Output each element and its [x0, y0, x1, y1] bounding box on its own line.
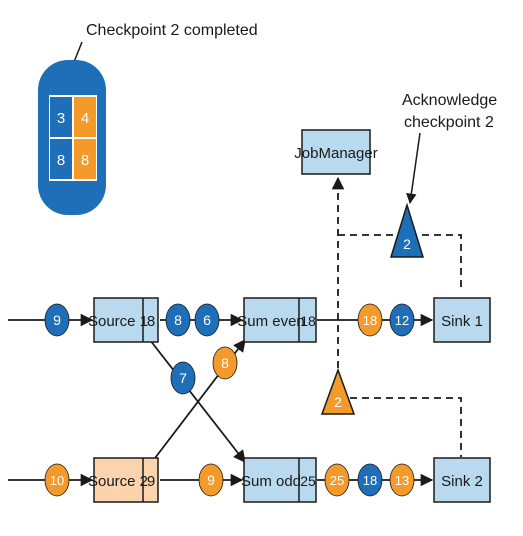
acknowledge-label-line1: Acknowledge	[402, 92, 497, 109]
sum-odd-box	[243, 457, 317, 503]
job-manager-label: JobManager	[294, 145, 377, 162]
job-manager-node: JobManager	[294, 129, 378, 175]
sum-even-node: Sum even 18	[237, 297, 317, 343]
sum-even-state: 18	[300, 313, 316, 329]
record-value: 8	[174, 312, 182, 328]
record-sink1-in-2: 12	[389, 303, 415, 337]
state-cell-value: 3	[57, 110, 65, 127]
barrier-value: 2	[334, 394, 342, 410]
sum-odd-node: Sum odd 25	[241, 457, 317, 503]
record-sink1-in-1: 18	[357, 303, 383, 337]
record-value: 13	[395, 473, 409, 488]
record-sink2-in-2: 18	[357, 463, 383, 497]
sum-even-label: Sum even	[237, 313, 305, 330]
state-cell	[50, 139, 72, 179]
record-sink2-in-1: 25	[324, 463, 350, 497]
record-circle	[44, 303, 70, 337]
record-source1-in: 9	[44, 303, 70, 337]
record-circle	[194, 303, 220, 337]
record-circle	[324, 463, 350, 497]
record-value: 8	[221, 355, 229, 371]
state-cell	[74, 97, 96, 137]
record-circle	[198, 463, 224, 497]
sum-even-box	[243, 297, 317, 343]
record-value: 10	[50, 473, 64, 488]
record-value: 6	[203, 312, 211, 328]
record-to-sum-even-1: 8	[165, 303, 191, 337]
barrier-triangle	[389, 202, 425, 258]
barrier-triangle	[320, 367, 356, 415]
sink1-label: Sink 1	[441, 313, 483, 330]
record-value: 25	[330, 473, 344, 488]
data-flow	[8, 313, 434, 487]
record-circle	[357, 303, 383, 337]
record-value: 9	[207, 472, 215, 488]
ack-path-sink2	[350, 397, 462, 457]
state-cell-value: 8	[57, 152, 65, 169]
record-circle	[44, 463, 70, 497]
state-cell	[74, 139, 96, 179]
source2-state: 9	[147, 473, 155, 490]
sink1-node: Sink 1	[433, 297, 491, 343]
state-store: 3 4 8 8	[38, 60, 106, 215]
barrier-sink1-ack: 2	[389, 202, 425, 258]
sink2-box	[433, 457, 491, 503]
acknowledge-label-line2: checkpoint 2	[404, 114, 494, 131]
record-circle	[357, 463, 383, 497]
barrier-value: 2	[403, 236, 411, 252]
source2-box	[93, 457, 159, 503]
record-circle	[165, 303, 191, 337]
record-circle	[212, 346, 238, 380]
barrier-sink2-ack: 2	[320, 367, 356, 415]
record-cross-down: 7	[170, 361, 196, 395]
source1-box	[93, 297, 159, 343]
record-to-sum-even-2: 6	[194, 303, 220, 337]
record-circle	[170, 361, 196, 395]
state-cell-value: 4	[81, 110, 89, 127]
record-value: 18	[363, 473, 377, 488]
record-source2-in: 10	[44, 463, 70, 497]
record-value: 9	[53, 312, 61, 328]
source1-node: Source 1 8	[88, 297, 159, 343]
record-cross-up: 8	[212, 346, 238, 380]
sum-odd-state: 25	[300, 473, 316, 489]
state-cell	[50, 97, 72, 137]
ack-path-sink1	[338, 234, 462, 292]
sink2-node: Sink 2	[433, 457, 491, 503]
record-value: 7	[179, 370, 187, 386]
acknowledge-pointer	[406, 132, 421, 205]
checkpoint-completed-label: Checkpoint 2 completed	[86, 22, 258, 39]
job-manager-box	[301, 129, 371, 175]
source2-node: Source 2 9	[88, 457, 159, 503]
sink1-box	[433, 297, 491, 343]
source2-label: Source 2	[88, 473, 148, 490]
record-to-sum-odd: 9	[198, 463, 224, 497]
record-value: 18	[363, 313, 377, 328]
sum-odd-label: Sum odd	[241, 473, 301, 490]
ack-paths	[331, 176, 462, 457]
record-sink2-in-3: 13	[389, 463, 415, 497]
state-cell-value: 8	[81, 152, 89, 169]
record-circle	[389, 463, 415, 497]
record-circle	[389, 303, 415, 337]
source1-state: 8	[147, 313, 155, 330]
source1-label: Source 1	[88, 313, 148, 330]
sink2-label: Sink 2	[441, 473, 483, 490]
record-value: 12	[395, 313, 409, 328]
